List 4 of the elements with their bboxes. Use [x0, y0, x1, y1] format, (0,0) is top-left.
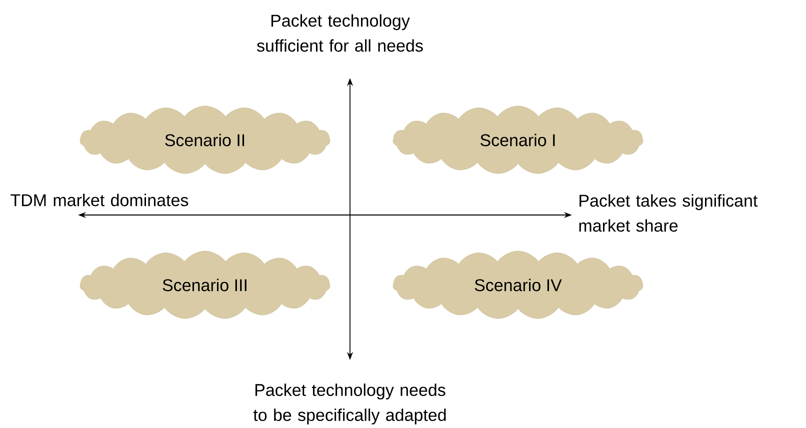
- axis-label: Packet technology sufficient for all needs: [257, 14, 423, 52]
- axis-label: Packet technology needs to be specifically adapted: [253, 384, 446, 424]
- axis-label: TDM market dominates: [10, 194, 188, 206]
- axis-label: Packet takes significant market share: [579, 194, 758, 232]
